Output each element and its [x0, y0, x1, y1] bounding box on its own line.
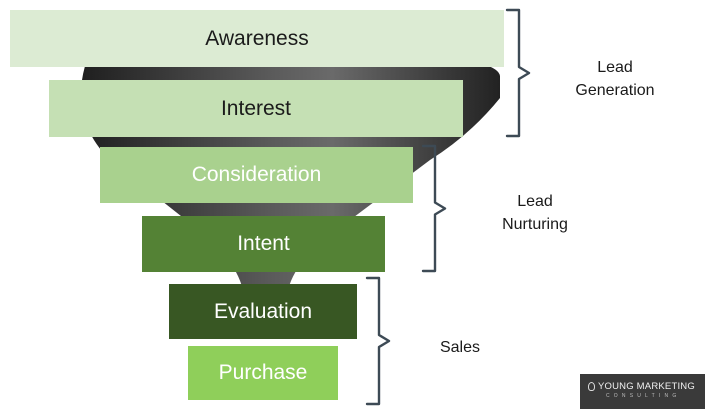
- funnel-stage-label: Evaluation: [213, 299, 313, 323]
- funnel-stage-label: Intent: [237, 232, 290, 255]
- funnel-stage-consideration: Consideration: [100, 147, 413, 203]
- funnel-stage-label: Purchase: [218, 361, 308, 384]
- group-label-line: Nurturing: [502, 216, 568, 234]
- funnel-stage-interest: Interest: [49, 80, 463, 137]
- lightbulb-icon: [588, 382, 595, 391]
- group-label-line: Lead: [597, 59, 633, 76]
- funnel-stage-intent: Intent: [142, 216, 385, 272]
- funnel-stage-label: Awareness: [205, 26, 309, 50]
- company-logo: YOUNG MARKETING CONSULTING: [580, 374, 705, 409]
- funnel-stage-label: Consideration: [191, 163, 322, 186]
- bracket-2: [421, 144, 447, 273]
- funnel-stage-purchase: Purchase: [188, 346, 338, 400]
- funnel-stage-label: Interest: [220, 96, 292, 120]
- funnel-stage-awareness: Awareness: [10, 10, 504, 67]
- logo-subtitle: CONSULTING: [606, 393, 681, 399]
- group-label-line: Sales: [439, 339, 481, 356]
- group-label-3: Sales: [420, 336, 500, 359]
- bracket-3: [365, 276, 391, 406]
- group-label-line: Generation: [575, 82, 655, 100]
- group-label-line: Lead: [517, 193, 553, 210]
- logo-name: YOUNG MARKETING: [598, 381, 695, 392]
- bracket-1: [505, 8, 531, 138]
- funnel-stage-evaluation: Evaluation: [169, 284, 357, 339]
